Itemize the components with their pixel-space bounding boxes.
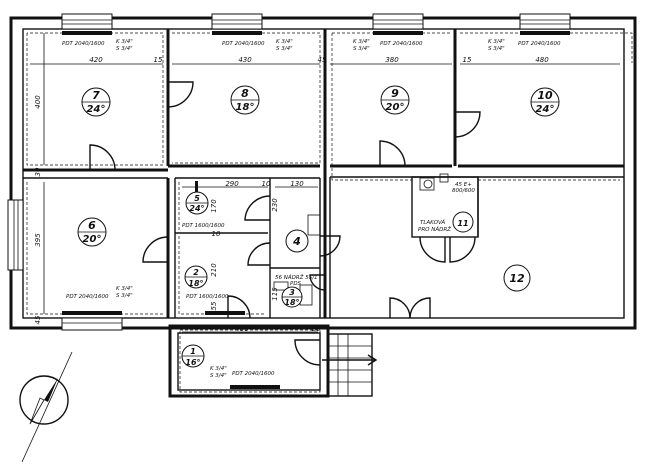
room-number: 2 [193, 268, 199, 277]
dimension-labels: 420 15 430 45 380 15 480 400 30 395 45 2… [34, 56, 549, 333]
room-marker-3: 3 18° [281, 286, 303, 308]
dim-30: 30 [34, 167, 42, 176]
room-marker-11: 11 [452, 211, 474, 233]
valve-label: K 3/4" [116, 39, 133, 45]
room-temp: 24° [536, 104, 555, 115]
radiator-label: PDT 2040/1600 [62, 41, 105, 47]
room-number: 3 [289, 288, 295, 297]
radiators [62, 31, 570, 389]
dim-20: 20 [312, 325, 321, 333]
valve-label: S 3/4" [353, 46, 370, 52]
valve-label: S 3/4" [116, 46, 133, 52]
room-temp: 20° [83, 234, 102, 245]
valve-label: K 3/4" [116, 286, 133, 292]
pump-sub: PDS [290, 281, 302, 287]
room-number: 1 [190, 347, 196, 356]
dim-400: 400 [235, 325, 249, 333]
room-temp: 16° [185, 358, 200, 367]
dim-290: 290 [225, 180, 239, 188]
valve-label: S 3/4" [488, 46, 505, 52]
room-number: 9 [391, 87, 399, 100]
dim-115: 115 [271, 287, 279, 301]
room4-fixtures [307, 214, 321, 236]
room-marker-8: 8 18° [230, 85, 260, 115]
dim-10: 10 [262, 180, 271, 188]
dim-400: 400 [34, 95, 42, 109]
valve-label: S 3/4" [210, 373, 227, 379]
dim-395: 395 [34, 233, 42, 247]
valve-label: S 3/4" [116, 293, 133, 299]
dim-10: 10 [212, 230, 221, 238]
dim-130: 130 [290, 180, 304, 188]
radiator-label: PDT 1600/1600 [182, 223, 225, 229]
radiator-label: PDT 2040/1600 [518, 41, 561, 47]
valve-label: K 3/4" [210, 366, 227, 372]
windows-top [61, 13, 571, 30]
dim-420: 420 [89, 56, 103, 64]
interior-walls [23, 29, 624, 318]
room-marker-1: 1 16° [181, 344, 205, 368]
dim-170: 170 [210, 199, 218, 213]
dimension-lines [30, 33, 620, 333]
tank-note: TLAKOVÁ [420, 219, 445, 226]
room-number: 11 [457, 219, 468, 228]
room-marker-2: 2 18° [184, 265, 208, 289]
room-marker-4: 4 [285, 229, 309, 253]
radiator-label: PDT 2040/1600 [66, 294, 109, 300]
radiator-label: PDT 1600/1600 [186, 294, 229, 300]
boiler [419, 173, 449, 191]
room-temp: 18° [284, 298, 299, 307]
entrance-steps [322, 333, 378, 397]
radiator-labels: PDT 2040/1600 K 3/4" S 3/4" PDT 2040/160… [62, 39, 561, 379]
room-temp: 18° [236, 102, 255, 113]
dim-480: 480 [535, 56, 549, 64]
doors [89, 81, 481, 366]
dim-430: 430 [238, 56, 252, 64]
room-number: 5 [194, 194, 200, 203]
room-number: 10 [537, 89, 553, 102]
dim-45: 45 [34, 315, 42, 324]
room-number: 8 [241, 87, 249, 100]
dim-15: 15 [154, 56, 163, 64]
radiator-label: PDT 2040/1600 [380, 41, 423, 47]
room-number: 6 [88, 219, 96, 232]
dim-380: 380 [385, 56, 399, 64]
room-marker-12: 12 [503, 264, 531, 292]
room-number: 4 [292, 235, 301, 248]
room-marker-5: 5 24° [185, 191, 209, 215]
radiator-label: PDT 2040/1600 [232, 371, 275, 377]
room-temp: 24° [189, 204, 204, 213]
outer-walls [9, 16, 637, 330]
dim-15: 15 [463, 56, 472, 64]
room-temp: 18° [188, 279, 203, 288]
room-temp: 20° [386, 102, 405, 113]
valve-label: S 3/4" [276, 46, 293, 52]
room-number: 12 [509, 272, 525, 285]
boiler-sub: 800/600 [452, 188, 475, 194]
notes: TLAKOVÁ PRO NÁDRŽ 45 E+ 800/600 56 NÁDRŽ… [275, 182, 475, 287]
dim-45: 45 [318, 56, 327, 64]
valve-label: K 3/4" [276, 39, 293, 45]
dim-55: 55 [210, 301, 218, 310]
windows-side [7, 199, 123, 331]
valve-label: K 3/4" [353, 39, 370, 45]
room-marker-10: 10 24° [530, 87, 560, 117]
radiator-label: PDT 2040/1600 [222, 41, 265, 47]
dim-230: 230 [271, 198, 279, 212]
room-marker-6: 6 20° [77, 217, 107, 247]
pump-note: 56 NÁDRŽ 55/1 [275, 273, 318, 281]
north-arrow [19, 351, 73, 463]
boiler-rating: 45 E+ [455, 182, 472, 188]
tank-note-2: PRO NÁDRŽ [418, 225, 451, 233]
valve-label: K 3/4" [488, 39, 505, 45]
room-marker-7: 7 24° [81, 87, 111, 117]
dim-210: 210 [210, 263, 218, 277]
room-number: 7 [92, 89, 100, 102]
room-temp: 24° [87, 104, 106, 115]
room-marker-9: 9 20° [380, 85, 410, 115]
